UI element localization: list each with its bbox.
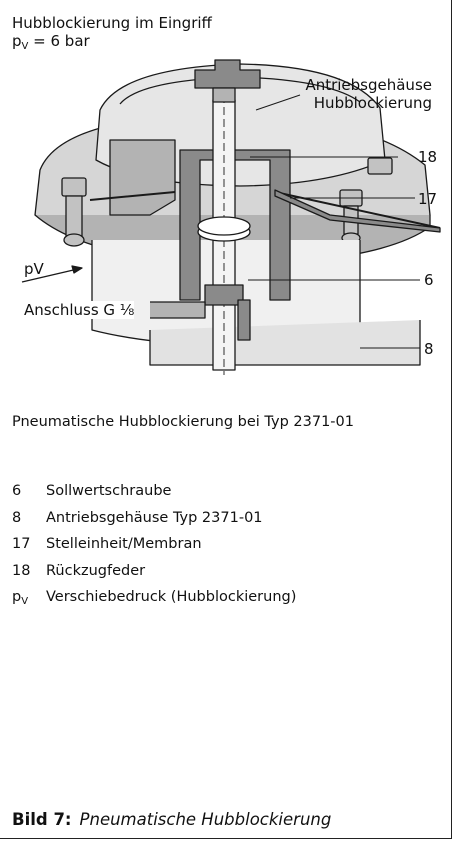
connection-port [150, 301, 206, 319]
legend-item: 17 Stelleinheit/Membran [12, 536, 442, 563]
legend-value: Sollwertschraube [46, 483, 172, 499]
legend-value: Rückzugfeder [46, 562, 146, 579]
legend-item: 6 Sollwertschraube [12, 483, 442, 510]
callout-17: 17 [418, 190, 438, 208]
legend-item: 18 Rückzugfeder [12, 563, 442, 590]
pressure-symbol: p [12, 32, 22, 50]
figure-header-pressure: pV = 6 bar [12, 32, 90, 56]
membrane-plate [274, 189, 441, 233]
page-frame [0, 0, 452, 839]
callout-housing: Antriebsgehäuse Hubblockierung [240, 76, 432, 112]
legend-key: 17 [12, 536, 31, 552]
bolt-left [61, 177, 87, 247]
legend-key-subscript: V [21, 596, 29, 607]
callout-6: 6 [424, 271, 434, 289]
bild-label: Bild 7: [12, 810, 72, 829]
bild-title: Pneumatische Hubblockierung [79, 810, 332, 829]
callout-housing-line1: Antriebsgehäuse [305, 76, 432, 94]
callout-pv: pV [24, 260, 44, 278]
callout-connection: Anschluss G ⅛ [24, 301, 135, 319]
hubblockierung-drawing [21, 59, 441, 375]
legend-key: pV [12, 589, 46, 607]
legend-key-symbol: p [12, 589, 22, 605]
legend-value: Stelleinheit/Membran [46, 536, 202, 552]
legend-key: 18 [12, 562, 31, 579]
top-cap [194, 59, 261, 89]
callout-housing-line2: Hubblockierung [313, 94, 432, 112]
callout-18: 18 [418, 148, 438, 166]
pressure-subscript: V [21, 41, 29, 52]
legend-value: Antriebsgehäuse Typ 2371-01 [46, 509, 263, 526]
pressure-value: = 6 bar [28, 32, 90, 50]
spring-cup [109, 139, 176, 216]
legend: 6 Sollwertschraube 8 Antriebsgehäuse Typ… [12, 483, 442, 616]
figure-caption: Pneumatische Hubblockierung bei Typ 2371… [12, 414, 354, 430]
legend-key: 6 [12, 483, 22, 499]
seal-block [204, 284, 244, 306]
legend-key: 8 [12, 509, 22, 526]
figure-header-line1: Hubblockierung im Eingriff [12, 14, 212, 32]
legend-value: Verschiebedruck (Hubblockierung) [46, 589, 297, 605]
callout-8: 8 [424, 340, 434, 358]
legend-item: pV Verschiebedruck (Hubblockierung) [12, 589, 442, 616]
bild-caption: Bild 7: Pneumatische Hubblockierung [12, 810, 331, 829]
legend-item: 8 Antriebsgehäuse Typ 2371-01 [12, 510, 442, 537]
